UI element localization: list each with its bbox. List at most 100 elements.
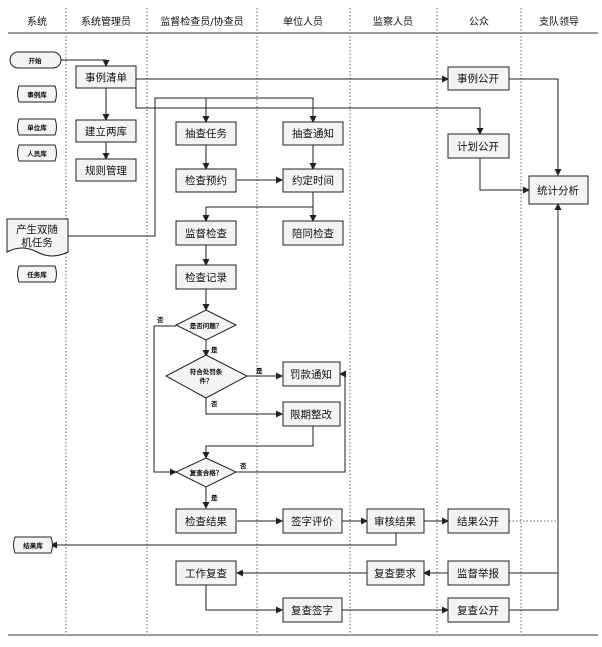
inspect-appt-label: 检查预约 bbox=[185, 174, 227, 187]
accompany-check-label: 陪同检查 bbox=[292, 227, 334, 240]
penalty-decision-line2: 件？ bbox=[200, 376, 213, 385]
result-public-label: 结果公开 bbox=[457, 515, 499, 528]
task-db-label: 任务库 bbox=[26, 270, 47, 279]
result-public-node: 结果公开 bbox=[447, 508, 510, 534]
lane-header-admin: 系统管理员 bbox=[81, 15, 131, 28]
review-req-node: 复查要求 bbox=[366, 560, 425, 586]
label-yes-review: 是 bbox=[210, 493, 218, 502]
agree-time-label: 约定时间 bbox=[292, 174, 334, 187]
gen-task-line2: 机任务 bbox=[21, 236, 53, 249]
spot-task-label: 抽查任务 bbox=[185, 127, 227, 140]
gen-task-line1: 产生双随 bbox=[16, 223, 58, 236]
task-db-store: 任务库 bbox=[17, 265, 57, 283]
case-list-node: 事例清单 bbox=[75, 65, 137, 89]
start-label: 开始 bbox=[29, 56, 43, 65]
problem-decision: 是否问题？ bbox=[174, 309, 238, 341]
lane-headers: 系统 系统管理员 监督检查员/协查员 单位人员 监察人员 公众 支队领导 bbox=[27, 15, 579, 28]
person-db-store: 人员库 bbox=[17, 144, 57, 162]
problem-decision-label: 是否问题？ bbox=[189, 321, 223, 330]
label-yes-penalty: 是 bbox=[255, 366, 263, 375]
agree-time-node: 约定时间 bbox=[282, 168, 344, 193]
rule-mgmt-node: 规则管理 bbox=[75, 158, 137, 182]
edge-review-no bbox=[236, 370, 346, 473]
person-db-label: 人员库 bbox=[27, 149, 47, 158]
edge-rectify-review bbox=[202, 425, 314, 459]
stats-node: 统计分析 bbox=[528, 175, 589, 205]
spot-task-node: 抽查任务 bbox=[175, 121, 237, 146]
lane-header-system: 系统 bbox=[27, 15, 47, 28]
sign-eval-label: 签字评价 bbox=[291, 515, 333, 528]
case-public-node: 事例公开 bbox=[447, 66, 510, 91]
supervise-check-label: 监督检查 bbox=[185, 227, 227, 240]
edge-audit-resultdb bbox=[50, 533, 397, 549]
label-yes-problem: 是 bbox=[210, 345, 218, 354]
edge-gentask-spottask bbox=[68, 97, 317, 237]
edge-work-sign bbox=[205, 585, 283, 614]
edge-problem-no bbox=[153, 325, 177, 476]
edge-caselist-planpublic bbox=[135, 79, 484, 135]
label-no-penalty: 否 bbox=[210, 400, 218, 408]
rectify-label: 限期整改 bbox=[290, 408, 332, 421]
edge-start-caselist bbox=[61, 59, 110, 67]
supervise-report-label: 监督举报 bbox=[457, 567, 499, 580]
lane-header-inspector: 监督检查员/协查员 bbox=[160, 15, 243, 28]
edges bbox=[50, 59, 562, 614]
audit-result-node: 审核结果 bbox=[366, 508, 425, 534]
penalty-notice-node: 罚款通知 bbox=[282, 361, 341, 387]
label-no-problem: 否 bbox=[156, 316, 164, 324]
result-db-store: 结果库 bbox=[13, 536, 53, 554]
result-db-label: 结果库 bbox=[23, 541, 43, 550]
review-public-node: 复查公开 bbox=[447, 597, 510, 623]
gen-task-node: 产生双随 机任务 bbox=[6, 218, 69, 257]
penalty-decision-line1: 符合处罚条 bbox=[190, 367, 223, 376]
spot-notice-label: 抽查通知 bbox=[292, 127, 334, 140]
work-review-node: 工作复查 bbox=[175, 560, 237, 586]
case-list-label: 事例清单 bbox=[85, 71, 127, 84]
review-sign-node: 复查签字 bbox=[282, 597, 343, 623]
lane-header-unit-staff: 单位人员 bbox=[283, 15, 323, 28]
plan-public-node: 计划公开 bbox=[447, 133, 510, 159]
rule-mgmt-label: 规则管理 bbox=[85, 164, 127, 177]
edge-agree-supervise bbox=[202, 192, 314, 222]
start-terminal: 开始 bbox=[9, 51, 62, 69]
case-public-label: 事例公开 bbox=[457, 72, 499, 85]
label-no-review: 否 bbox=[239, 462, 247, 470]
accompany-check-node: 陪同检查 bbox=[282, 220, 344, 246]
lane-header-supervisor: 监察人员 bbox=[373, 15, 413, 28]
lane-header-leader: 支队领导 bbox=[539, 15, 579, 28]
edge-casepublic-stats bbox=[509, 78, 562, 176]
review-decision-label: 复查合格？ bbox=[189, 468, 223, 477]
inspect-appt-node: 检查预约 bbox=[175, 168, 237, 193]
edge-planpublic-stats bbox=[479, 158, 530, 194]
review-decision: 复查合格？ bbox=[174, 457, 238, 488]
review-req-label: 复查要求 bbox=[374, 567, 416, 580]
case-db-label: 事例库 bbox=[27, 90, 47, 99]
unit-db-store: 单位库 bbox=[17, 118, 57, 136]
supervise-report-node: 监督举报 bbox=[447, 560, 510, 586]
spot-notice-node: 抽查通知 bbox=[282, 121, 344, 146]
swimlane-grid bbox=[8, 8, 598, 636]
unit-db-label: 单位库 bbox=[27, 123, 47, 132]
edge-labels: 否 是 是 否 否 是 bbox=[156, 316, 263, 502]
penalty-decision: 符合处罚条 件？ bbox=[164, 354, 249, 399]
stats-label: 统计分析 bbox=[537, 184, 579, 197]
build-db-node: 建立两库 bbox=[75, 119, 137, 143]
plan-public-label: 计划公开 bbox=[457, 140, 499, 153]
review-public-label: 复查公开 bbox=[457, 604, 499, 617]
case-db-store: 事例库 bbox=[17, 85, 57, 103]
check-record-node: 检查记录 bbox=[175, 264, 237, 290]
check-record-label: 检查记录 bbox=[185, 271, 227, 284]
check-result-node: 检查结果 bbox=[175, 508, 237, 534]
edge-penalty-rectify bbox=[205, 398, 283, 418]
sign-eval-node: 签字评价 bbox=[282, 508, 343, 534]
audit-result-label: 审核结果 bbox=[374, 515, 416, 528]
penalty-notice-label: 罚款通知 bbox=[290, 368, 332, 381]
rectify-node: 限期整改 bbox=[282, 401, 341, 427]
review-sign-label: 复查签字 bbox=[291, 604, 333, 617]
lane-header-public: 公众 bbox=[469, 16, 489, 28]
build-db-label: 建立两库 bbox=[85, 125, 127, 138]
work-review-label: 工作复查 bbox=[185, 567, 227, 580]
supervise-check-node: 监督检查 bbox=[175, 220, 237, 246]
